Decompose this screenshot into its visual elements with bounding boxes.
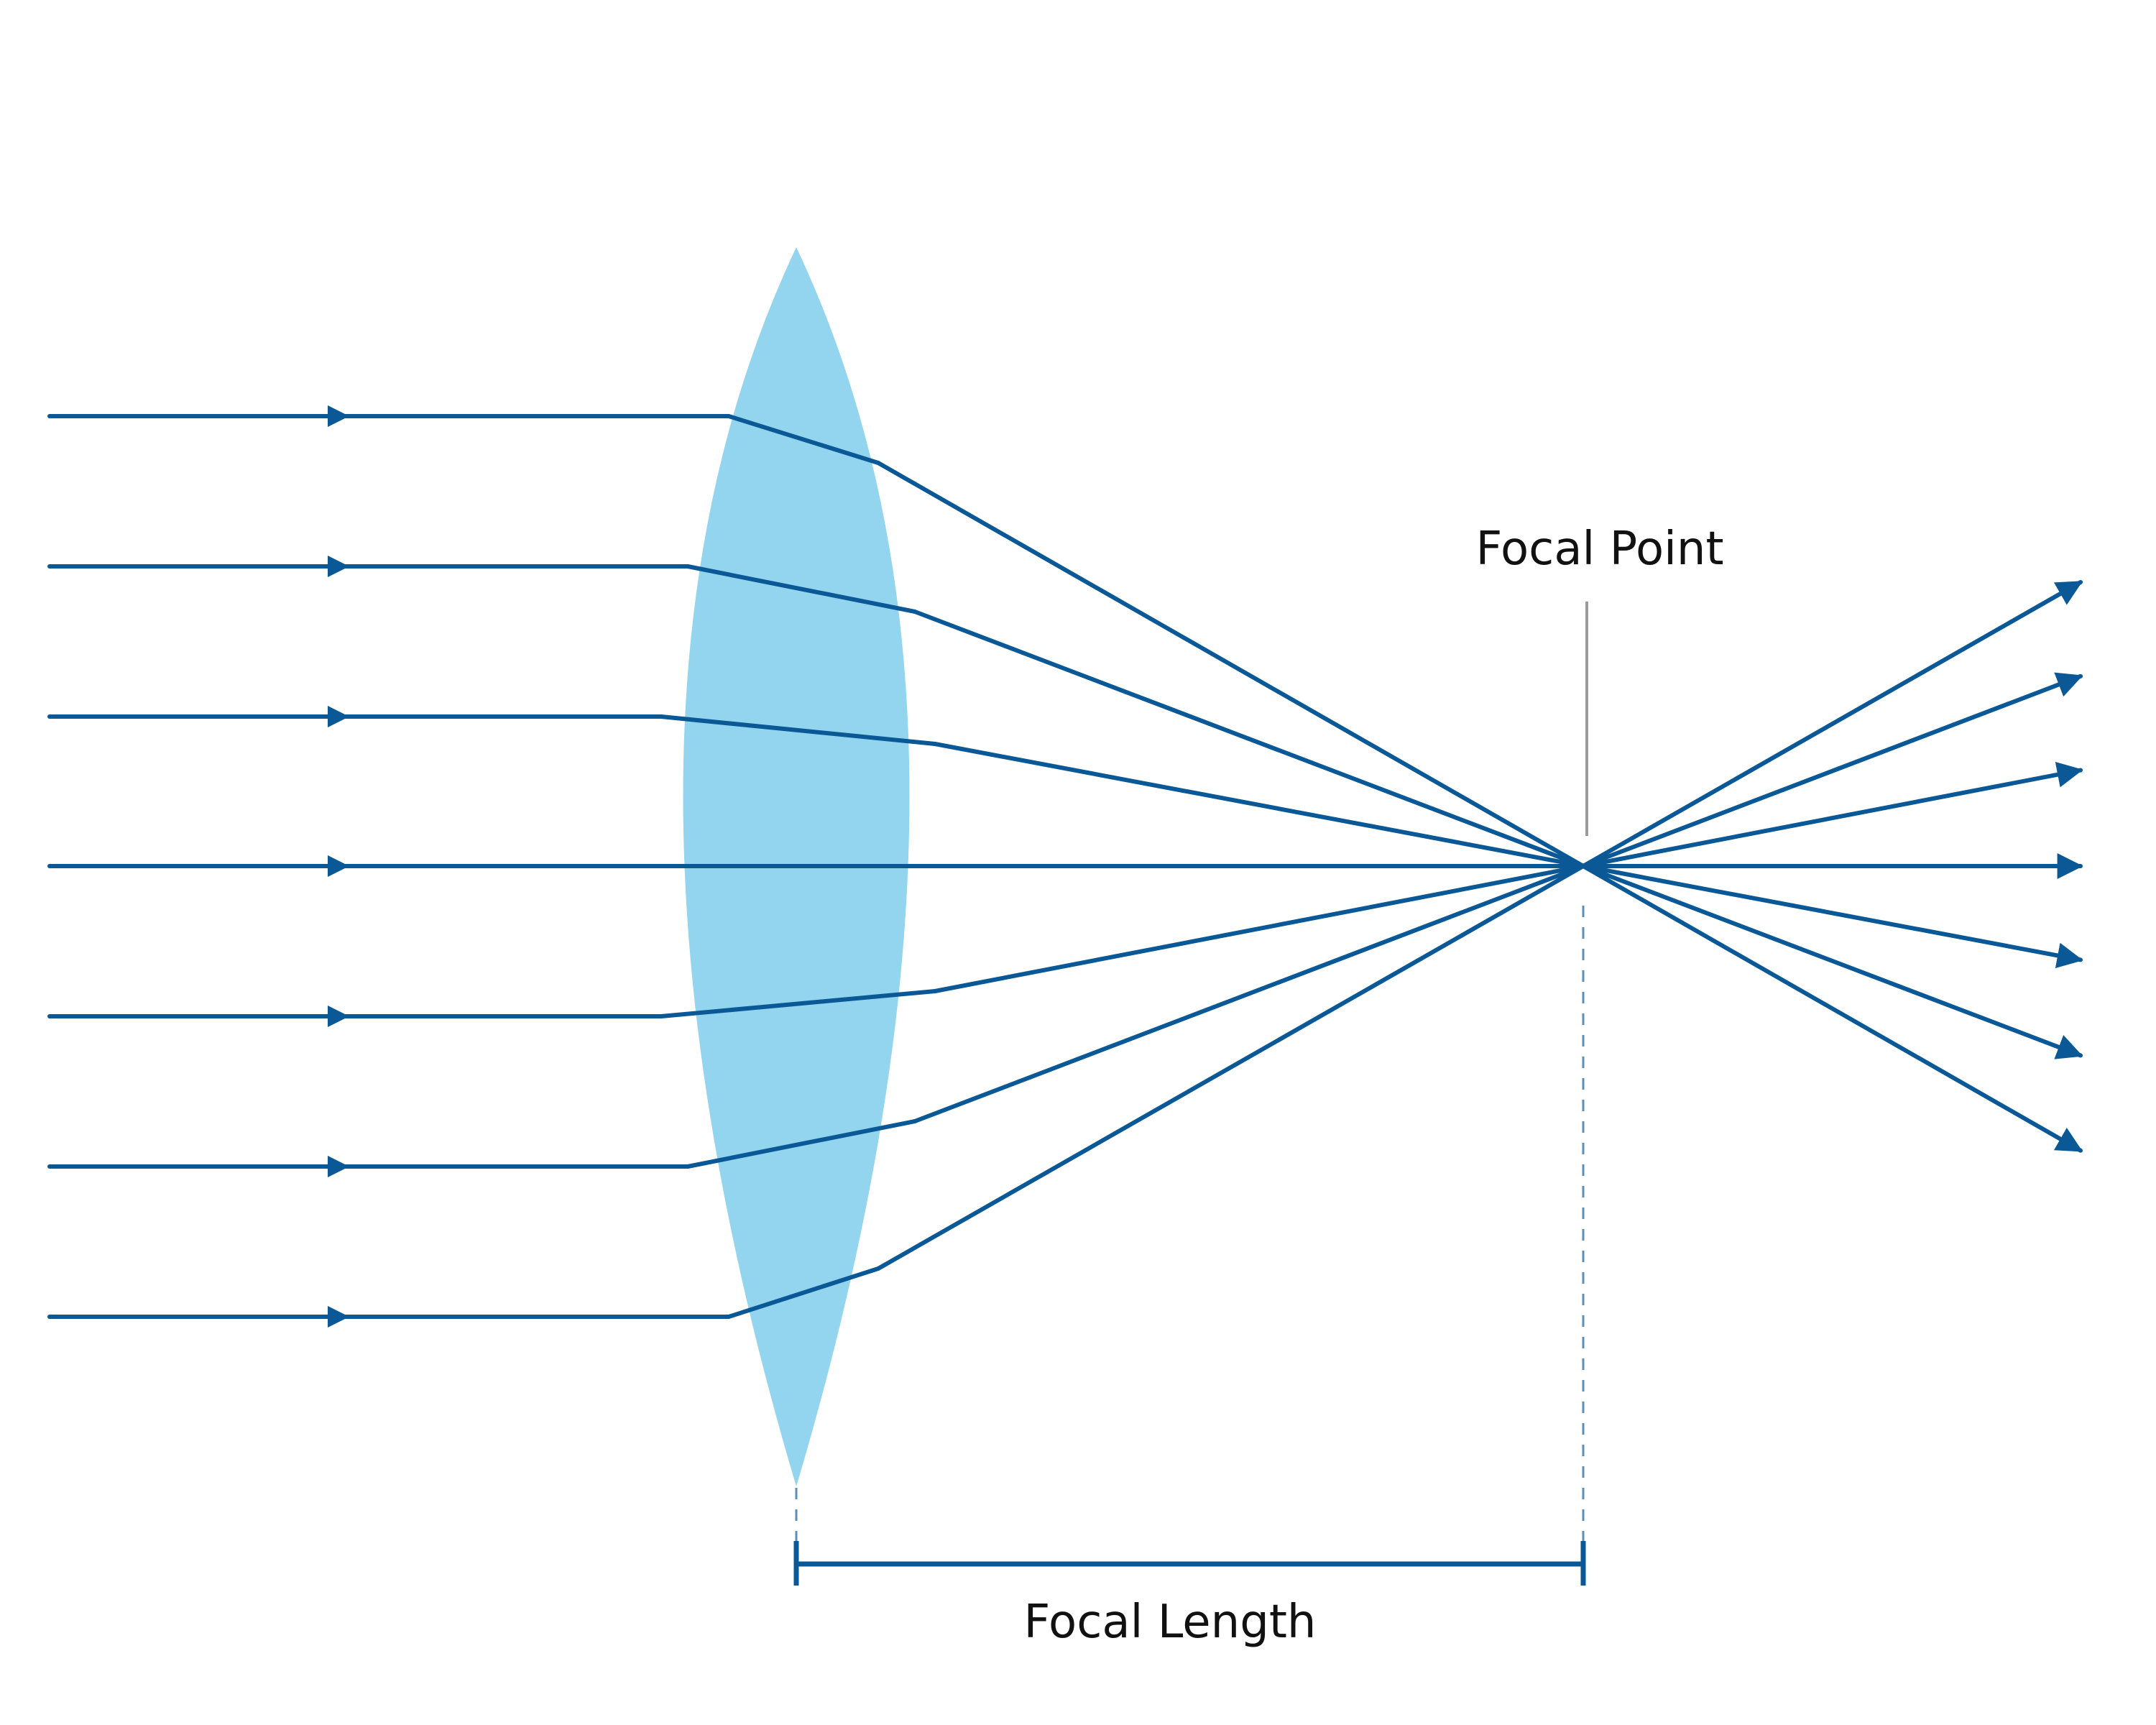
incoming-arrowhead-icon-7 [328,1306,349,1328]
converging-ray-2 [913,610,1585,868]
focal-point-label: Focal Point [1475,523,1723,576]
refracted-ray-5 [659,989,937,1018]
diverging-ray-5 [1581,761,2083,868]
light-rays [47,414,2083,1319]
ray-arrowheads [328,405,349,1328]
converging-ray-3 [933,742,1585,868]
incoming-arrowhead-icon-3 [328,706,349,727]
diverging-ray-3 [1581,864,2083,969]
focal-length-label: Focal Length [1024,1596,1317,1649]
refracted-ray-2 [686,564,917,614]
diverging-ray-2 [1581,864,2083,1059]
converging-ray-5 [933,864,1585,993]
converging-ray-7 [876,864,1585,1271]
incoming-arrowhead-icon-5 [328,1006,349,1027]
incoming-arrowhead-icon-1 [328,405,349,427]
converging-ray-1 [876,461,1585,868]
incoming-arrowhead-icon-4 [328,855,349,877]
diverging-ray-7 [1581,579,2083,868]
diverging-ray-1 [1581,864,2083,1153]
refracted-ray-6 [686,1119,917,1169]
focal-length-bracket [793,1541,1586,1586]
refracted-ray-7 [727,1266,880,1319]
converging-ray-6 [913,864,1585,1123]
refracted-ray-3 [659,714,937,746]
incoming-arrowhead-icon-6 [328,1156,349,1177]
incoming-arrowhead-icon-2 [328,556,349,577]
refracted-ray-1 [727,414,880,465]
diverging-ray-6 [1581,672,2083,868]
